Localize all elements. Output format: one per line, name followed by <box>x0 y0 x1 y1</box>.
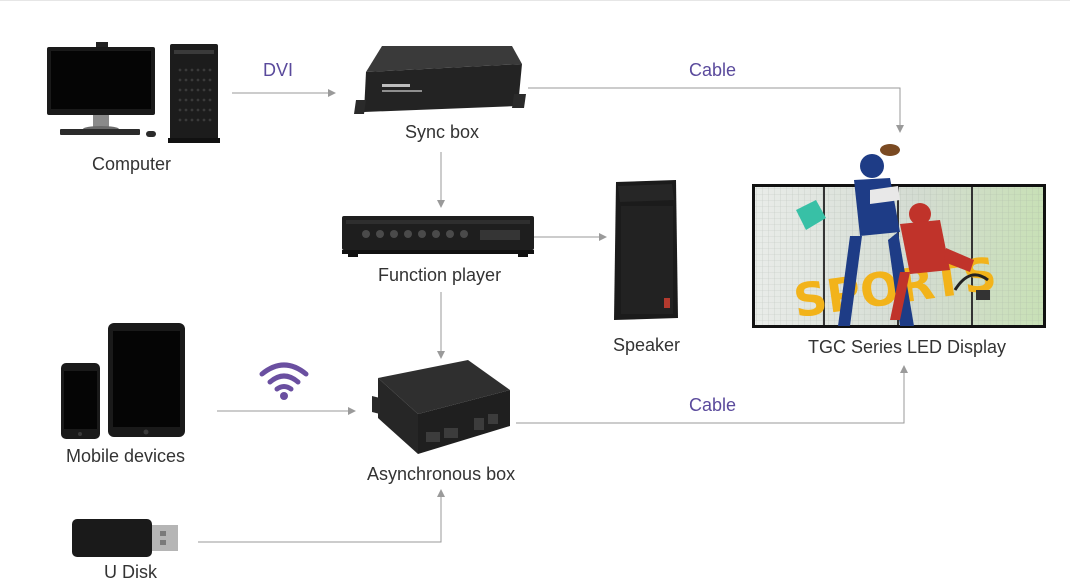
top-divider <box>0 0 1070 1</box>
async-box-node <box>370 356 516 460</box>
function-player-label: Function player <box>378 265 502 285</box>
sync-box-icon <box>354 46 526 114</box>
mobile-devices-node <box>58 322 188 440</box>
usb-drive-icon <box>72 519 178 557</box>
u-disk-node <box>70 516 182 560</box>
wire-sync-display <box>528 87 904 133</box>
led-display-icon: SPORTS <box>752 144 1046 328</box>
mobile-devices-label: Mobile devices <box>66 446 186 466</box>
led-display-node: SPORTS <box>750 140 1048 332</box>
function-player-icon <box>342 216 534 257</box>
wire-udisk-async <box>198 489 445 543</box>
wire-async-display <box>516 365 908 424</box>
speaker-label: Speaker <box>613 335 681 355</box>
sync-box-node <box>352 42 528 122</box>
mobile-devices-icon <box>61 323 185 439</box>
desktop-computer-icon <box>47 42 220 143</box>
speaker-node <box>612 178 680 322</box>
computer-node <box>44 40 224 150</box>
async-box-label: Asynchronous box <box>367 464 516 484</box>
sync-box-label: Sync box <box>405 122 480 142</box>
u-disk-label: U Disk <box>104 562 157 582</box>
function-player-node <box>340 210 536 260</box>
wifi-node <box>258 358 310 402</box>
cable-top-label: Cable <box>689 60 737 80</box>
async-box-icon <box>372 360 510 454</box>
speaker-icon <box>614 180 678 320</box>
wifi-icon <box>259 362 309 400</box>
computer-label: Computer <box>92 154 172 174</box>
dvi-label: DVI <box>263 60 294 80</box>
cable-bottom-label: Cable <box>689 395 737 415</box>
led-display-label: TGC Series LED Display <box>808 337 1007 357</box>
